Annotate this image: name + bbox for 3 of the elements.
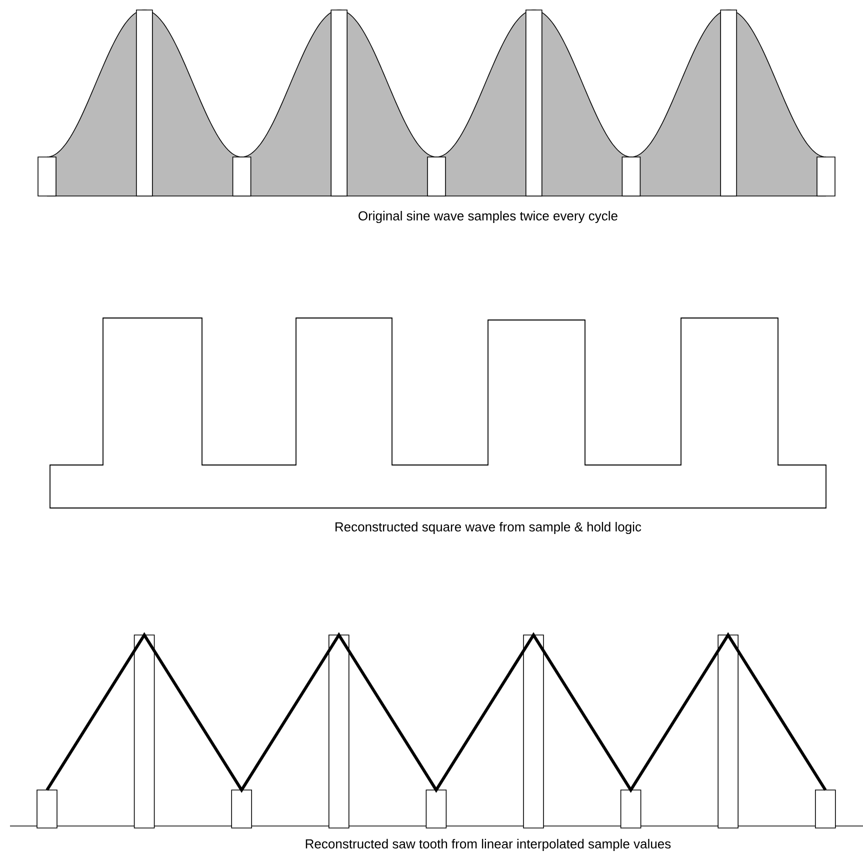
caption: Reconstructed square wave from sample & hold logic [336,522,642,534]
caption: Original sine wave samples twice every cycle [358,210,618,224]
caption: Reconstructed saw tooth from linear interpolated sample values [306,838,671,852]
